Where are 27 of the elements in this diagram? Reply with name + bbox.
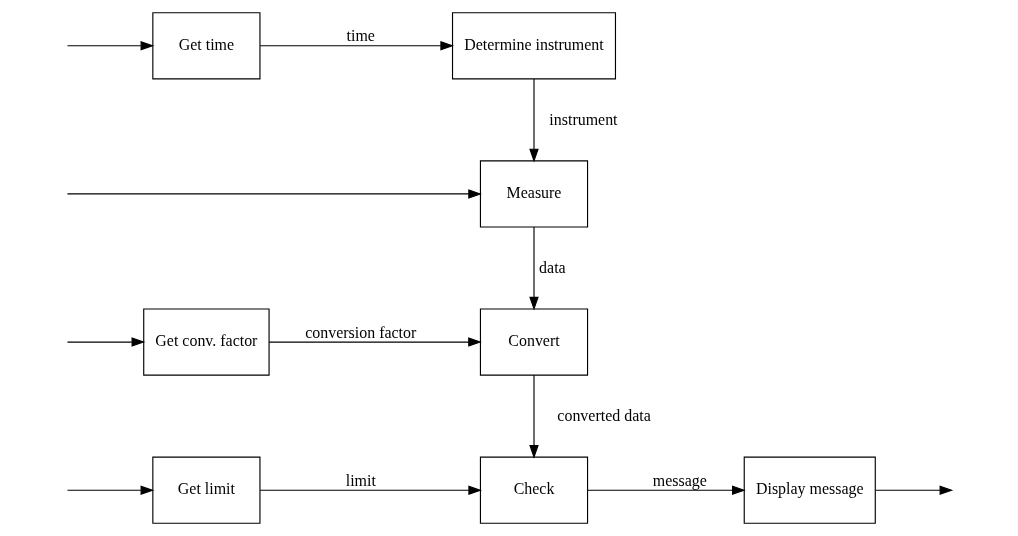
arrow (66, 41, 154, 51)
arrow (528, 78, 539, 163)
arrow (259, 485, 482, 495)
edge-label: limit (345, 471, 376, 489)
arrow (268, 337, 482, 347)
edge-label: time (346, 27, 375, 45)
edge-label: converted data (556, 406, 651, 424)
node-box: Determine instrument (451, 12, 616, 80)
arrow (66, 485, 154, 495)
edge-label: conversion factor (304, 323, 416, 341)
edge-label: message (652, 471, 707, 489)
node-box: Get limit (151, 456, 260, 524)
arrow (259, 41, 454, 51)
edge-label: data (538, 258, 566, 276)
node-box: Measure (479, 160, 588, 228)
arrow (66, 189, 482, 199)
edge-label: instrument (548, 110, 618, 128)
node-box: Check (479, 456, 588, 524)
node-box: Display message (743, 456, 876, 524)
node-box: Get time (151, 12, 260, 80)
arrow (66, 337, 145, 347)
arrow (586, 485, 746, 495)
arrow (528, 374, 539, 459)
node-box: Convert (479, 308, 588, 376)
node-box: Get conv. factor (142, 308, 270, 376)
arrow (874, 485, 953, 495)
arrow (528, 226, 539, 311)
